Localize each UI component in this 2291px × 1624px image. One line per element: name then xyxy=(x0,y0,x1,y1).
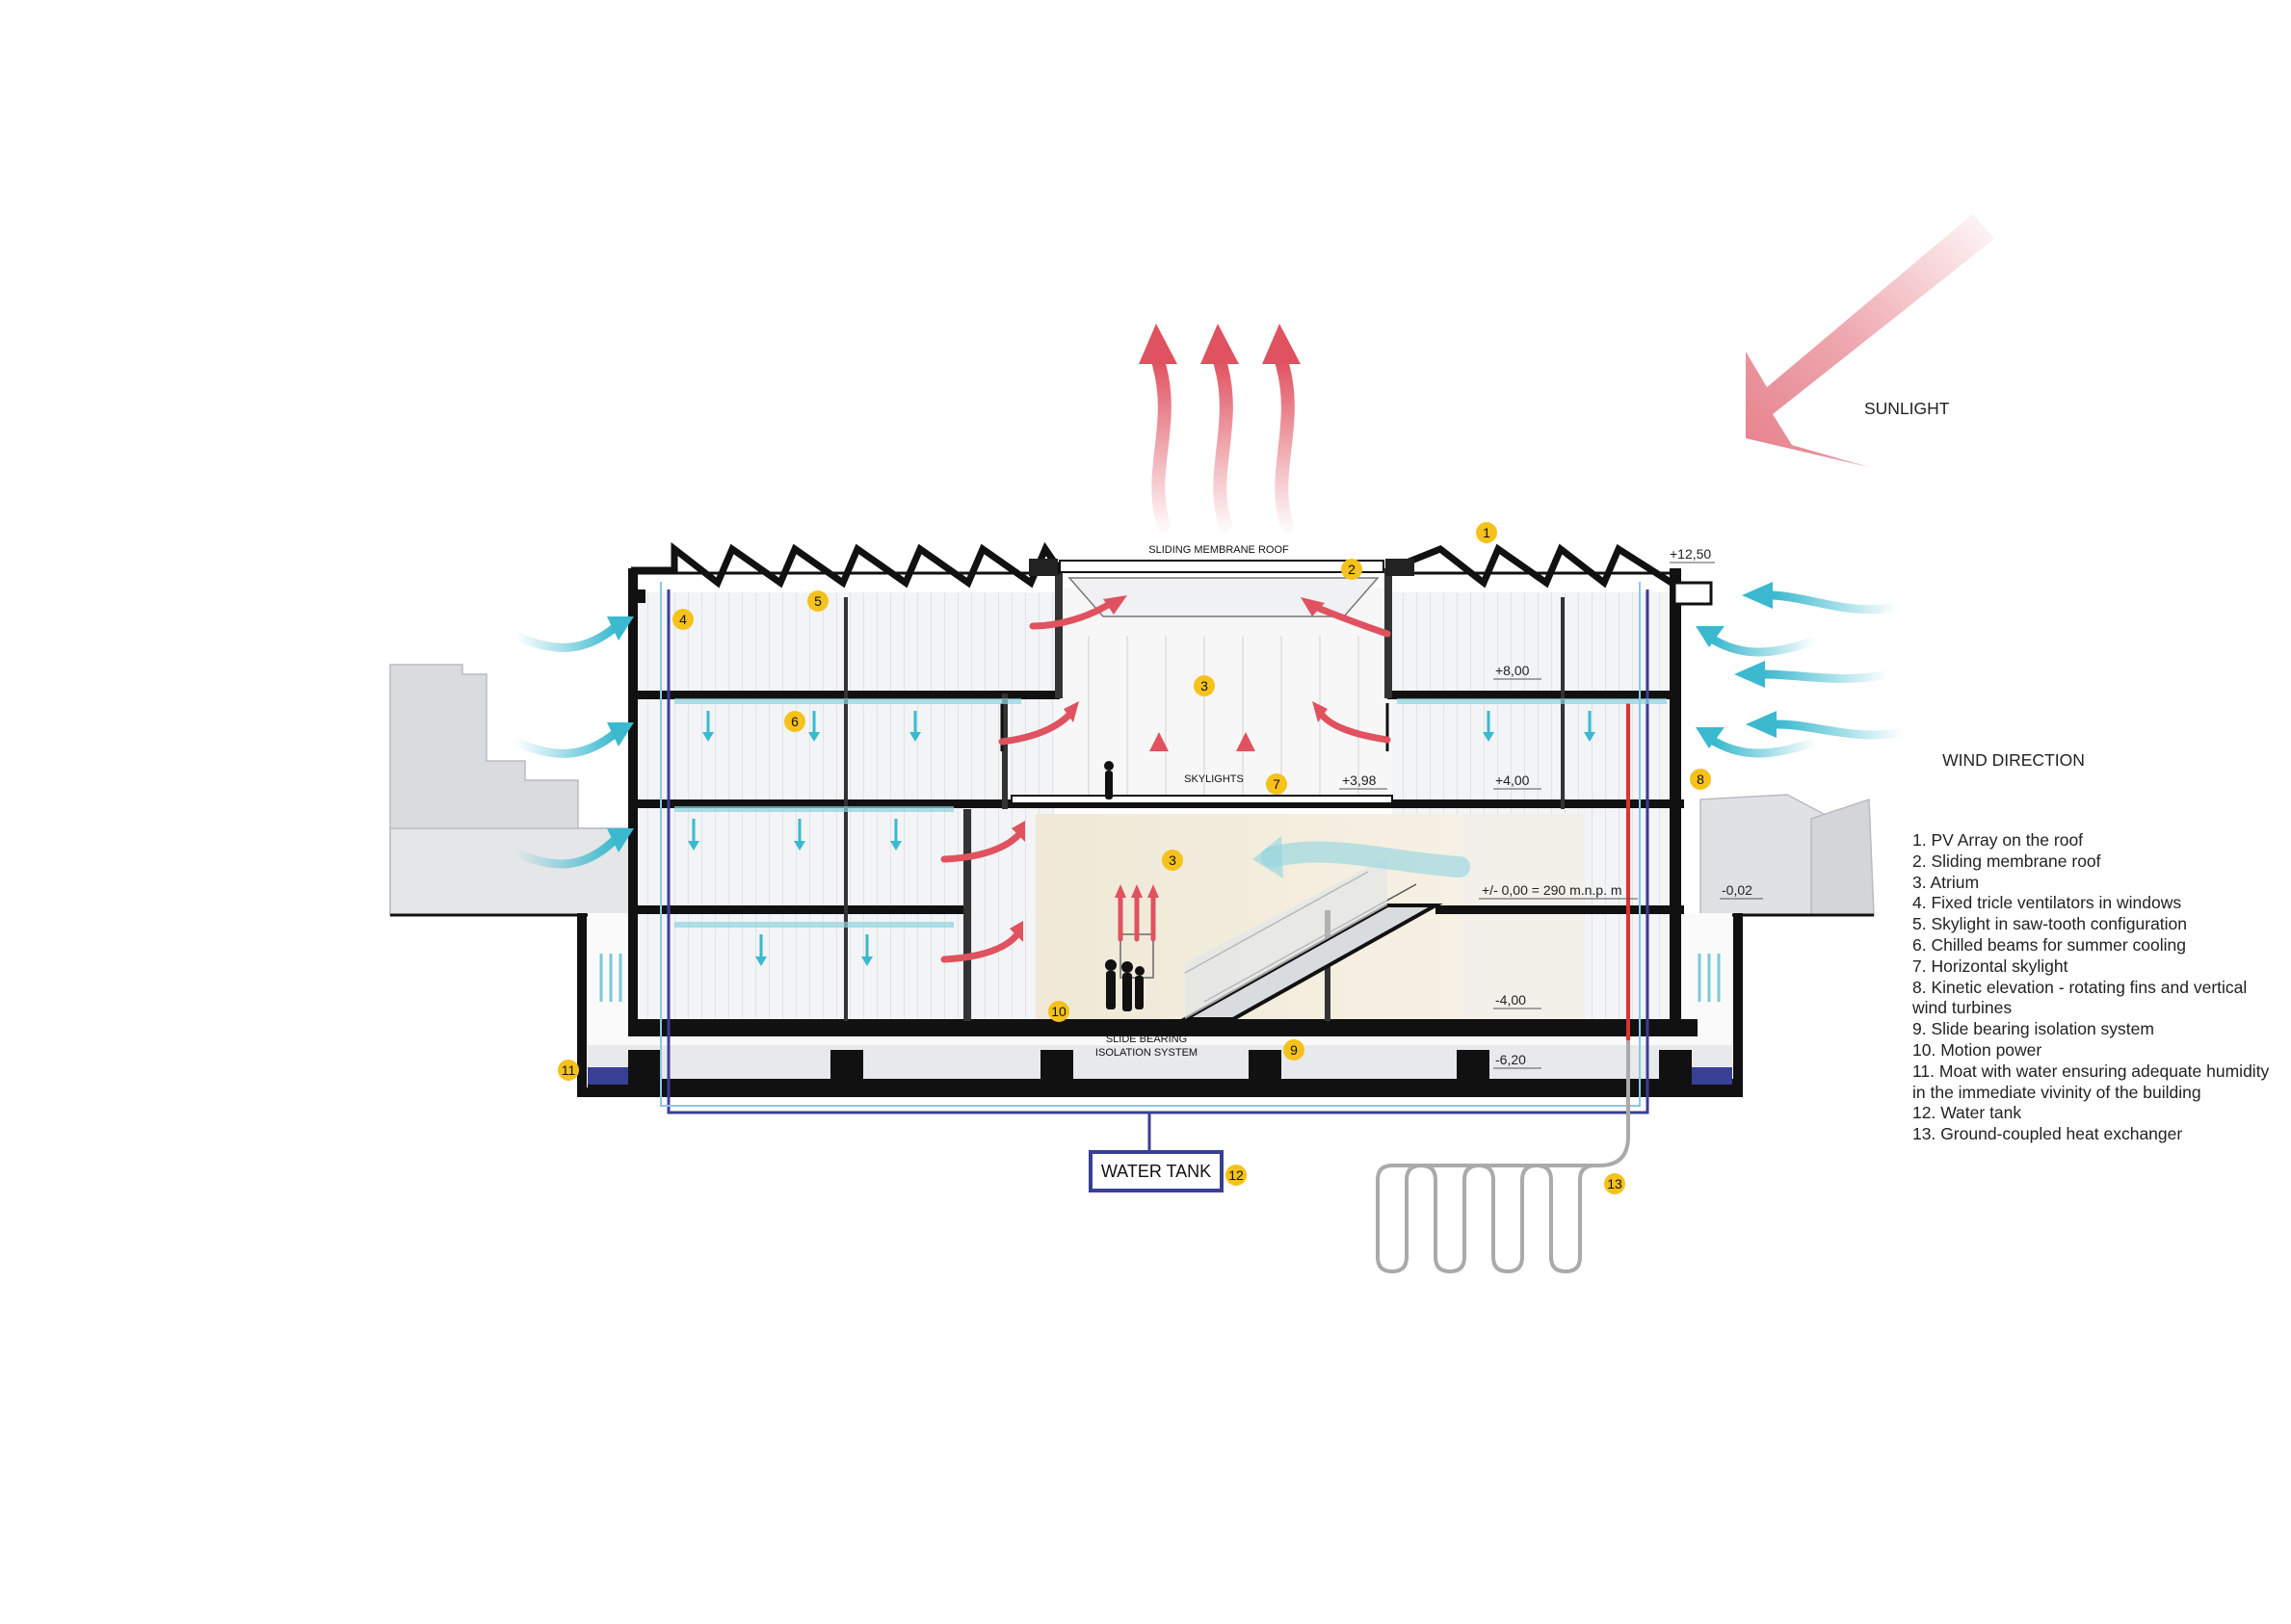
ground-heat-exchanger xyxy=(1376,1163,1595,1274)
marker-2: 2 xyxy=(1341,559,1362,580)
people-figures xyxy=(1104,761,1145,1011)
legend-item: 7. Horizontal skylight xyxy=(1912,956,2068,976)
marker-6: 6 xyxy=(784,711,805,732)
atrium-cool-airflow xyxy=(1261,841,1470,877)
marker-number: 13 xyxy=(1607,1176,1622,1192)
level-minus-0-02: -0,02 xyxy=(1722,882,1752,898)
marker-number: 11 xyxy=(562,1062,576,1078)
sunlight-label: SUNLIGHT xyxy=(1864,399,1950,418)
legend-item: 3. Atrium xyxy=(1912,872,1980,892)
marker-number: 7 xyxy=(1273,776,1280,792)
level-minus-6-20: -6,20 xyxy=(1495,1052,1526,1067)
level-12-50: +12,50 xyxy=(1670,546,1711,562)
legend-item: 8. Kinetic elevation - rotating fins and… xyxy=(1912,977,2248,1018)
marker-circle xyxy=(1604,1173,1625,1194)
marker-number: 8 xyxy=(1697,772,1704,787)
marker-circle xyxy=(1048,1001,1069,1022)
legend-item: 6. Chilled beams for summer cooling xyxy=(1912,934,2187,955)
context-buildings xyxy=(389,664,1875,916)
building-body xyxy=(628,568,1698,1028)
wind-arrows-right xyxy=(1710,590,1908,758)
sawtooth-roof xyxy=(631,541,1681,589)
marker-circle xyxy=(1341,559,1362,580)
wind-direction-label: WIND DIRECTION xyxy=(1942,750,2085,770)
marker-7: 7 xyxy=(1266,773,1287,795)
legend-item: 5. Skylight in saw-tooth configuration xyxy=(1912,914,2188,934)
legend-item: 9. Slide bearing isolation system xyxy=(1912,1019,2154,1039)
legend-item: 13. Ground-coupled heat exchanger xyxy=(1912,1124,2183,1144)
marker-number: 3 xyxy=(1200,678,1208,694)
marker-number: 1 xyxy=(1483,525,1490,540)
slide-bearing-label-1: SLIDE BEARING xyxy=(1106,1034,1187,1045)
marker-number: 6 xyxy=(791,714,799,729)
level-3-98: +3,98 xyxy=(1342,773,1377,788)
marker-3: 3 xyxy=(1194,675,1215,696)
marker-5: 5 xyxy=(807,590,829,612)
marker-3: 3 xyxy=(1162,850,1183,871)
level-0-00: +/- 0,00 = 290 m.n.p. m xyxy=(1482,882,1622,898)
sliding-membrane-roof xyxy=(1029,559,1414,617)
wind-arrows-left xyxy=(511,621,621,869)
moat-left xyxy=(588,1067,628,1085)
marker-circle xyxy=(1476,522,1497,543)
legend-item: 4. Fixed tricle ventilators in windows xyxy=(1912,893,2182,913)
pipe-system xyxy=(660,582,1649,1274)
sliding-membrane-roof-label: SLIDING MEMBRANE ROOF xyxy=(1148,544,1289,556)
marker-number: 5 xyxy=(814,593,822,609)
marker-10: 10 xyxy=(1048,1001,1069,1022)
marker-number: 4 xyxy=(679,612,687,627)
skylights-label: SKYLIGHTS xyxy=(1184,773,1244,785)
heat-exhaust-heads xyxy=(1139,324,1301,364)
marker-number: 12 xyxy=(1228,1167,1244,1183)
marker-circle xyxy=(807,590,829,612)
sunlight-arrow xyxy=(1746,214,1994,467)
marker-4: 4 xyxy=(672,609,694,630)
marker-11: 11 xyxy=(558,1060,579,1081)
level-8-00: +8,00 xyxy=(1495,663,1530,678)
slide-bearing-label-2: ISOLATION SYSTEM xyxy=(1095,1047,1198,1059)
marker-number: 3 xyxy=(1169,852,1176,868)
marker-circle xyxy=(558,1060,579,1081)
marker-circle xyxy=(1266,773,1287,795)
marker-circle xyxy=(1283,1039,1304,1061)
marker-circle xyxy=(672,609,694,630)
marker-circle xyxy=(1225,1165,1247,1186)
moat-right xyxy=(1692,1067,1732,1085)
internal-warm-airflow xyxy=(940,601,1391,963)
marker-12: 12 xyxy=(1225,1165,1247,1186)
marker-1: 1 xyxy=(1476,522,1497,543)
marker-circle xyxy=(1162,850,1183,871)
marker-number: 2 xyxy=(1348,562,1356,577)
legend-item: 2. Sliding membrane roof xyxy=(1912,851,2101,871)
level-minus-4-00: -4,00 xyxy=(1495,992,1526,1008)
moat-evaporation-arrows xyxy=(599,954,1721,1002)
marker-circle xyxy=(1194,675,1215,696)
legend-item: 12. Water tank xyxy=(1912,1103,2022,1123)
heat-exhaust-arrows xyxy=(1151,354,1295,532)
marker-circle xyxy=(1690,769,1711,790)
level-leader-lines xyxy=(1339,562,1763,1069)
marker-9: 9 xyxy=(1283,1039,1304,1061)
level-annotations: +12,50 +8,00 +4,00 +3,98 +/- 0,00 = 290 … xyxy=(1342,546,1752,1067)
water-tank-label: WATER TANK xyxy=(1101,1162,1211,1181)
legend-item: 1. PV Array on the roof xyxy=(1912,830,2084,850)
marker-number: 9 xyxy=(1290,1042,1298,1058)
legend-item: 11. Moat with water ensuring adequate hu… xyxy=(1912,1061,2270,1102)
marker-8: 8 xyxy=(1690,769,1711,790)
water-tank-box xyxy=(1089,1150,1224,1192)
marker-number: 10 xyxy=(1051,1004,1066,1019)
chilled-beam-arrows xyxy=(692,711,1592,958)
level-4-00: +4,00 xyxy=(1495,773,1530,788)
legend-item: 10. Motion power xyxy=(1912,1039,2042,1060)
marker-13: 13 xyxy=(1604,1173,1625,1194)
marker-circle xyxy=(784,711,805,732)
